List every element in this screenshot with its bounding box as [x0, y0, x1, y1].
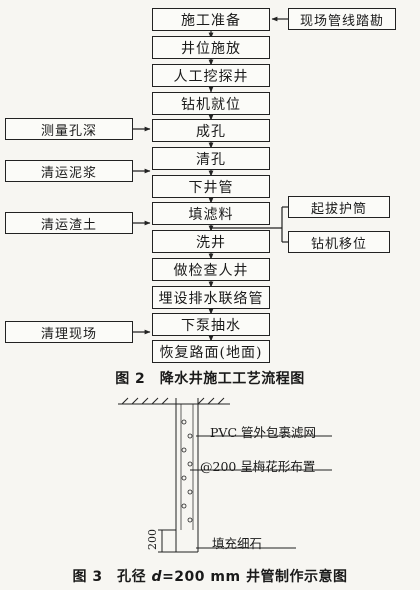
step-lower-pipe: 下井管: [152, 175, 270, 198]
side-remove-slag: 清运渣土: [5, 212, 133, 234]
label-pvc-filter: PVC 管外包裹滤网: [210, 425, 316, 440]
side-survey-pipelines: 现场管线踏勘: [288, 8, 396, 30]
step-pump: 下泵抽水: [152, 313, 270, 336]
step-clean-hole: 清孔: [152, 147, 270, 170]
side-move-rig: 钻机移位: [288, 231, 390, 253]
figure-2-caption: 图 2 降水井施工工艺流程图: [115, 371, 305, 387]
label-hole-pattern: @200 呈梅花形布置: [200, 459, 316, 474]
step-well-layout: 井位施放: [152, 36, 270, 59]
caption-suffix: =200 mm 井管制作示意图: [162, 569, 348, 585]
step-restore-road: 恢复路面(地面): [152, 340, 270, 363]
step-drain-pipe: 埋设排水联络管: [152, 286, 270, 309]
step-test-pit: 人工挖探井: [152, 64, 270, 87]
side-clean-site: 清理现场: [5, 321, 133, 343]
step-construction-prep: 施工准备: [152, 8, 270, 31]
ground-hatch: [121, 397, 225, 405]
perforation-holes: [181, 419, 193, 523]
caption-prefix: 图 3 孔径: [72, 569, 152, 585]
side-pull-casing: 起拔护筒: [288, 196, 390, 218]
side-measure-depth: 测量孔深: [5, 118, 133, 140]
step-wash-well: 洗井: [152, 230, 270, 253]
step-fill-filter: 填滤料: [152, 202, 270, 225]
step-inspection-well: 做检查人井: [152, 258, 270, 281]
dimension-label: 200: [146, 529, 159, 550]
label-fill-gravel: 填充细石: [212, 536, 263, 551]
side-remove-mud: 清运泥浆: [5, 160, 133, 182]
step-rig-position: 钻机就位: [152, 92, 270, 115]
caption-variable: d: [151, 569, 163, 585]
step-drill-hole: 成孔: [152, 119, 270, 142]
figure-3-caption: 图 3 孔径 d=200 mm 井管制作示意图: [0, 566, 420, 586]
